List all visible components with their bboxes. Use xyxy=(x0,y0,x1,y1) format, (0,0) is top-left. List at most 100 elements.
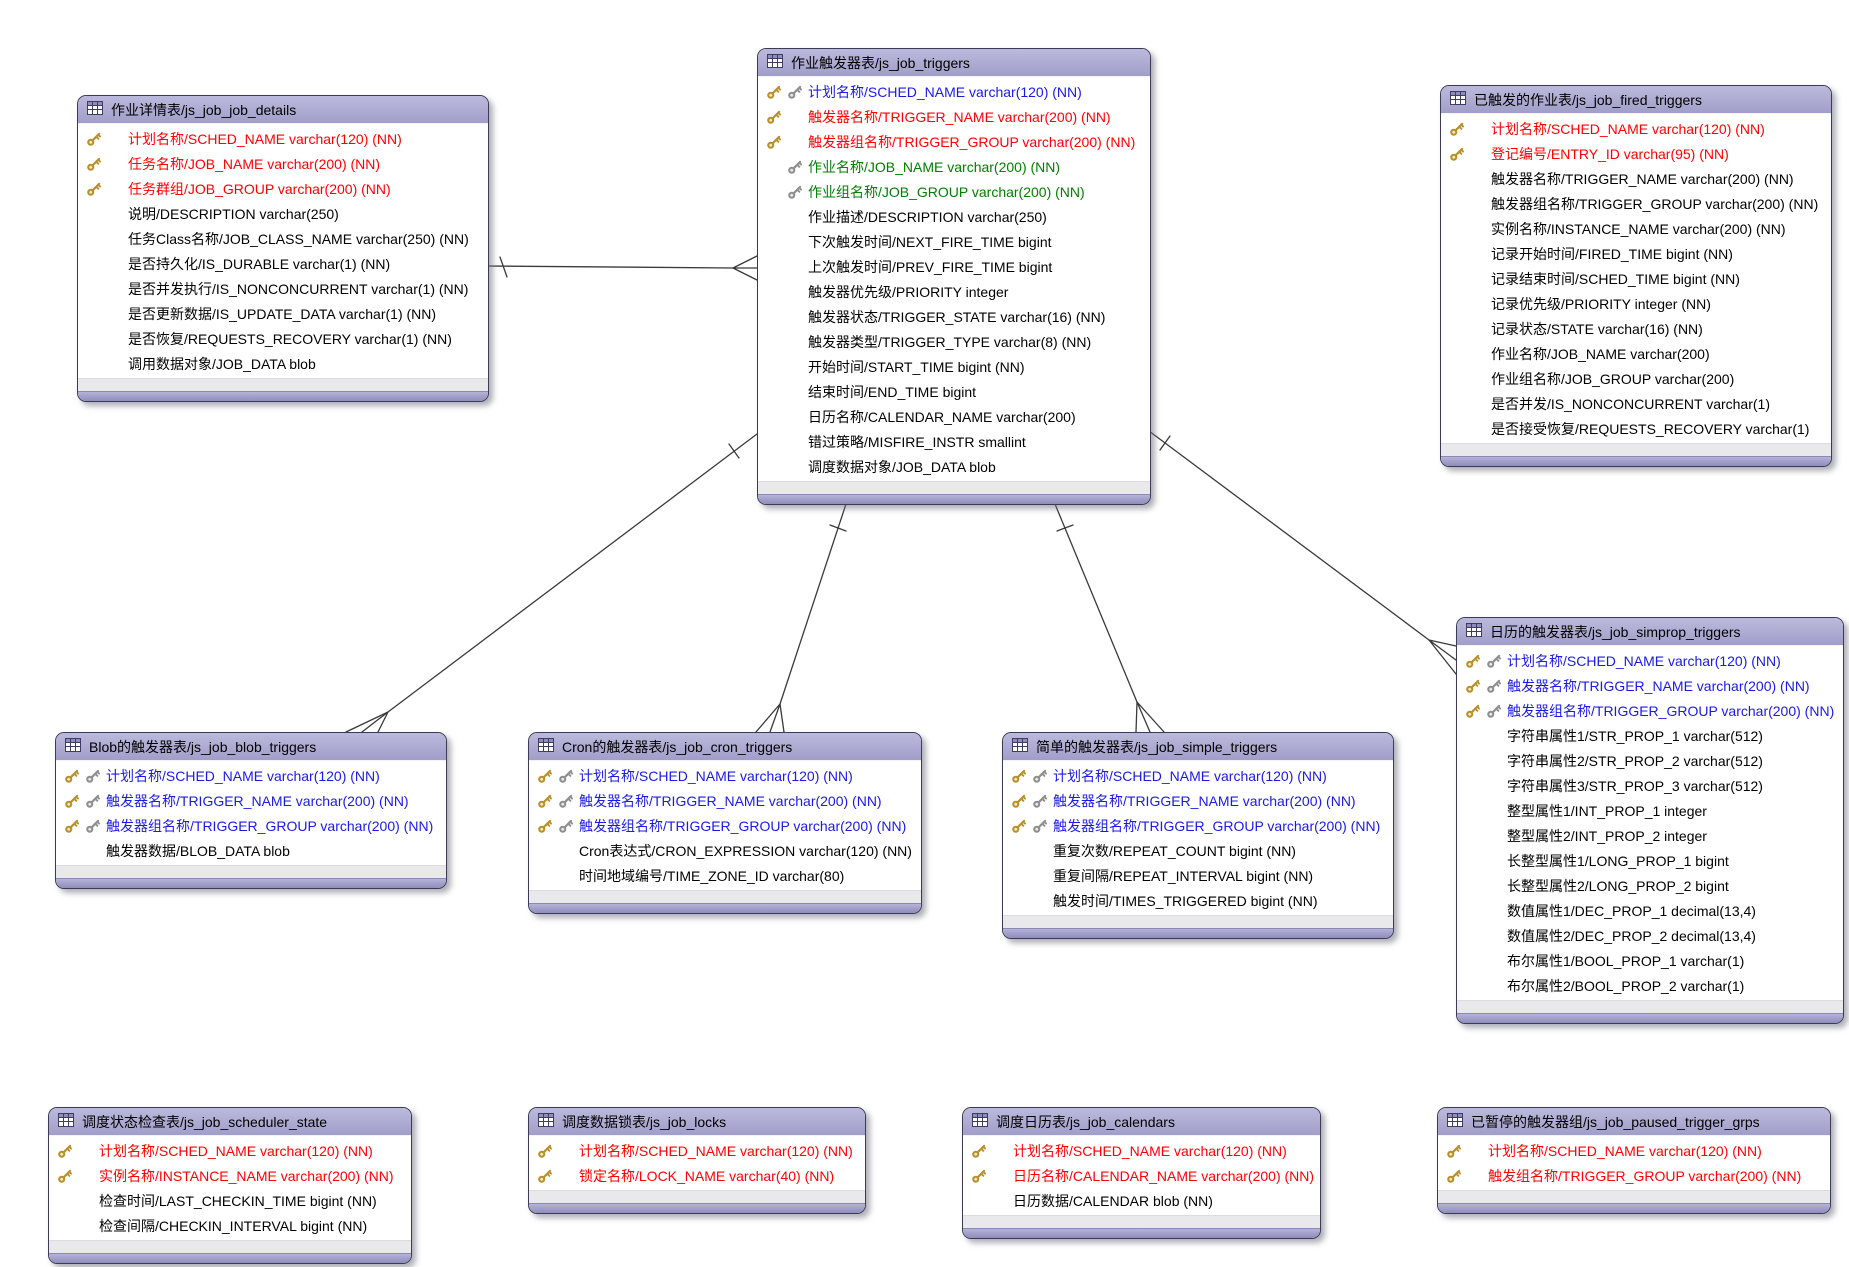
table-header[interactable]: 作业触发器表/js_job_triggers xyxy=(758,49,1150,77)
table-header[interactable]: 已暂停的触发器组/js_job_paused_trigger_grps xyxy=(1438,1108,1830,1136)
field-row[interactable]: 任务群组/JOB_GROUP varchar(200) (NN) xyxy=(78,176,488,201)
field-row[interactable]: 触发器名称/TRIGGER_NAME varchar(200) (NN) xyxy=(1441,166,1831,191)
field-row[interactable]: 触发器优先级/PRIORITY integer xyxy=(758,279,1150,304)
field-row[interactable]: 计划名称/SCHED_NAME varchar(120) (NN) xyxy=(78,126,488,151)
field-row[interactable]: 计划名称/SCHED_NAME varchar(120) (NN) xyxy=(56,763,446,788)
field-row[interactable]: 整型属性2/INT_PROP_2 integer xyxy=(1457,823,1843,848)
field-row[interactable]: 触发器组名称/TRIGGER_GROUP varchar(200) (NN) xyxy=(529,813,921,838)
table-header[interactable]: Blob的触发器表/js_job_blob_triggers xyxy=(56,733,446,761)
field-row[interactable]: 字符串属性3/STR_PROP_3 varchar(512) xyxy=(1457,773,1843,798)
field-row[interactable]: 长整型属性1/LONG_PROP_1 bigint xyxy=(1457,848,1843,873)
field-row[interactable]: 触发器类型/TRIGGER_TYPE varchar(8) (NN) xyxy=(758,329,1150,354)
field-row[interactable]: 日历名称/CALENDAR_NAME varchar(200) (NN) xyxy=(963,1163,1320,1188)
field-row[interactable]: 检查时间/LAST_CHECKIN_TIME bigint (NN) xyxy=(49,1188,411,1213)
field-row[interactable]: 触发器名称/TRIGGER_NAME varchar(200) (NN) xyxy=(56,788,446,813)
table-header[interactable]: 作业详情表/js_job_job_details xyxy=(78,96,488,124)
field-row[interactable]: 触发器组名称/TRIGGER_GROUP varchar(200) (NN) xyxy=(1003,813,1393,838)
field-row[interactable]: 实例名称/INSTANCE_NAME varchar(200) (NN) xyxy=(49,1163,411,1188)
field-row[interactable]: 字符串属性1/STR_PROP_1 varchar(512) xyxy=(1457,723,1843,748)
field-row[interactable]: 触发器组名称/TRIGGER_GROUP varchar(200) (NN) xyxy=(1441,191,1831,216)
field-row[interactable]: 触发器名称/TRIGGER_NAME varchar(200) (NN) xyxy=(758,104,1150,129)
field-row[interactable]: 调度数据对象/JOB_DATA blob xyxy=(758,454,1150,479)
field-row[interactable]: 计划名称/SCHED_NAME varchar(120) (NN) xyxy=(1441,116,1831,141)
field-row[interactable]: 检查间隔/CHECKIN_INTERVAL bigint (NN) xyxy=(49,1213,411,1238)
table-header[interactable]: Cron的触发器表/js_job_cron_triggers xyxy=(529,733,921,761)
field-row[interactable]: 记录结束时间/SCHED_TIME bigint (NN) xyxy=(1441,266,1831,291)
field-row[interactable]: 计划名称/SCHED_NAME varchar(120) (NN) xyxy=(1438,1138,1830,1163)
field-row[interactable]: 触发器组名称/TRIGGER_GROUP varchar(200) (NN) xyxy=(1457,698,1843,723)
field-row[interactable]: 计划名称/SCHED_NAME varchar(120) (NN) xyxy=(49,1138,411,1163)
field-row[interactable]: 作业名称/JOB_NAME varchar(200) xyxy=(1441,341,1831,366)
field-row[interactable]: 触发器数据/BLOB_DATA blob xyxy=(56,838,446,863)
field-row[interactable]: 计划名称/SCHED_NAME varchar(120) (NN) xyxy=(1457,648,1843,673)
relationship-triggers-to-simprop-triggers[interactable] xyxy=(1148,430,1457,675)
field-row[interactable]: 开始时间/START_TIME bigint (NN) xyxy=(758,354,1150,379)
field-row[interactable]: 整型属性1/INT_PROP_1 integer xyxy=(1457,798,1843,823)
field-row[interactable]: 计划名称/SCHED_NAME varchar(120) (NN) xyxy=(529,763,921,788)
field-row[interactable]: 是否并发执行/IS_NONCONCURRENT varchar(1) (NN) xyxy=(78,276,488,301)
table-header[interactable]: 调度数据锁表/js_job_locks xyxy=(529,1108,865,1136)
relationship-triggers-to-cron-triggers[interactable] xyxy=(755,503,847,733)
table-header[interactable]: 调度状态检查表/js_job_scheduler_state xyxy=(49,1108,411,1136)
field-row[interactable]: 是否更新数据/IS_UPDATE_DATA varchar(1) (NN) xyxy=(78,301,488,326)
table-header[interactable]: 日历的触发器表/js_job_simprop_triggers xyxy=(1457,618,1843,646)
field-row[interactable]: 计划名称/SCHED_NAME varchar(120) (NN) xyxy=(1003,763,1393,788)
field-row[interactable]: Cron表达式/CRON_EXPRESSION varchar(120) (NN… xyxy=(529,838,921,863)
field-row[interactable]: 触发器组名称/TRIGGER_GROUP varchar(200) (NN) xyxy=(758,129,1150,154)
field-row[interactable]: 计划名称/SCHED_NAME varchar(120) (NN) xyxy=(529,1138,865,1163)
field-row[interactable]: 作业描述/DESCRIPTION varchar(250) xyxy=(758,204,1150,229)
relationship-triggers-to-simple-triggers[interactable] xyxy=(1054,503,1165,733)
relationship-job-details-to-triggers[interactable] xyxy=(486,255,758,281)
field-row[interactable]: 布尔属性1/BOOL_PROP_1 varchar(1) xyxy=(1457,948,1843,973)
field-row[interactable]: 计划名称/SCHED_NAME varchar(120) (NN) xyxy=(758,79,1150,104)
field-row[interactable]: 重复次数/REPEAT_COUNT bigint (NN) xyxy=(1003,838,1393,863)
field-row[interactable]: 是否恢复/REQUESTS_RECOVERY varchar(1) (NN) xyxy=(78,326,488,351)
relationship-triggers-to-blob-triggers[interactable] xyxy=(345,433,758,733)
field-row[interactable]: 任务Class名称/JOB_CLASS_NAME varchar(250) (N… xyxy=(78,226,488,251)
field-row[interactable]: 触发器组名称/TRIGGER_GROUP varchar(200) (NN) xyxy=(56,813,446,838)
field-row[interactable]: 记录状态/STATE varchar(16) (NN) xyxy=(1441,316,1831,341)
field-row[interactable]: 长整型属性2/LONG_PROP_2 bigint xyxy=(1457,873,1843,898)
field-row[interactable]: 数值属性1/DEC_PROP_1 decimal(13,4) xyxy=(1457,898,1843,923)
field-row[interactable]: 日历数据/CALENDAR blob (NN) xyxy=(963,1188,1320,1213)
field-row[interactable]: 重复间隔/REPEAT_INTERVAL bigint (NN) xyxy=(1003,863,1393,888)
field-row[interactable]: 字符串属性2/STR_PROP_2 varchar(512) xyxy=(1457,748,1843,773)
field-row[interactable]: 是否持久化/IS_DURABLE varchar(1) (NN) xyxy=(78,251,488,276)
field-row[interactable]: 作业名称/JOB_NAME varchar(200) (NN) xyxy=(758,154,1150,179)
field-row[interactable]: 下次触发时间/NEXT_FIRE_TIME bigint xyxy=(758,229,1150,254)
field-row[interactable]: 触发时间/TIMES_TRIGGERED bigint (NN) xyxy=(1003,888,1393,913)
field-row[interactable]: 是否接受恢复/REQUESTS_RECOVERY varchar(1) xyxy=(1441,416,1831,441)
field-row[interactable]: 计划名称/SCHED_NAME varchar(120) (NN) xyxy=(963,1138,1320,1163)
field-row[interactable]: 错过策略/MISFIRE_INSTR smallint xyxy=(758,429,1150,454)
field-row[interactable]: 是否并发/IS_NONCONCURRENT varchar(1) xyxy=(1441,391,1831,416)
table-header[interactable]: 简单的触发器表/js_job_simple_triggers xyxy=(1003,733,1393,761)
field-row[interactable]: 登记编号/ENTRY_ID varchar(95) (NN) xyxy=(1441,141,1831,166)
field-row[interactable]: 布尔属性2/BOOL_PROP_2 varchar(1) xyxy=(1457,973,1843,998)
field-row[interactable]: 日历名称/CALENDAR_NAME varchar(200) xyxy=(758,404,1150,429)
field-row[interactable]: 时间地域编号/TIME_ZONE_ID varchar(80) xyxy=(529,863,921,888)
field-row[interactable]: 触发器名称/TRIGGER_NAME varchar(200) (NN) xyxy=(1457,673,1843,698)
field-row[interactable]: 触发器名称/TRIGGER_NAME varchar(200) (NN) xyxy=(1003,788,1393,813)
field-row[interactable]: 触发器名称/TRIGGER_NAME varchar(200) (NN) xyxy=(529,788,921,813)
table-header[interactable]: 调度日历表/js_job_calendars xyxy=(963,1108,1320,1136)
field-row[interactable]: 上次触发时间/PREV_FIRE_TIME bigint xyxy=(758,254,1150,279)
field-row[interactable]: 记录优先级/PRIORITY integer (NN) xyxy=(1441,291,1831,316)
table-header[interactable]: 已触发的作业表/js_job_fired_triggers xyxy=(1441,86,1831,114)
field-row[interactable]: 任务名称/JOB_NAME varchar(200) (NN) xyxy=(78,151,488,176)
field-row[interactable]: 触发组名称/TRIGGER_GROUP varchar(200) (NN) xyxy=(1438,1163,1830,1188)
field-row[interactable]: 调用数据对象/JOB_DATA blob xyxy=(78,351,488,376)
field-row[interactable]: 作业组名称/JOB_GROUP varchar(200) (NN) xyxy=(758,179,1150,204)
field-row[interactable]: 说明/DESCRIPTION varchar(250) xyxy=(78,201,488,226)
field-row[interactable]: 实例名称/INSTANCE_NAME varchar(200) (NN) xyxy=(1441,216,1831,241)
field-row[interactable]: 数值属性2/DEC_PROP_2 decimal(13,4) xyxy=(1457,923,1843,948)
